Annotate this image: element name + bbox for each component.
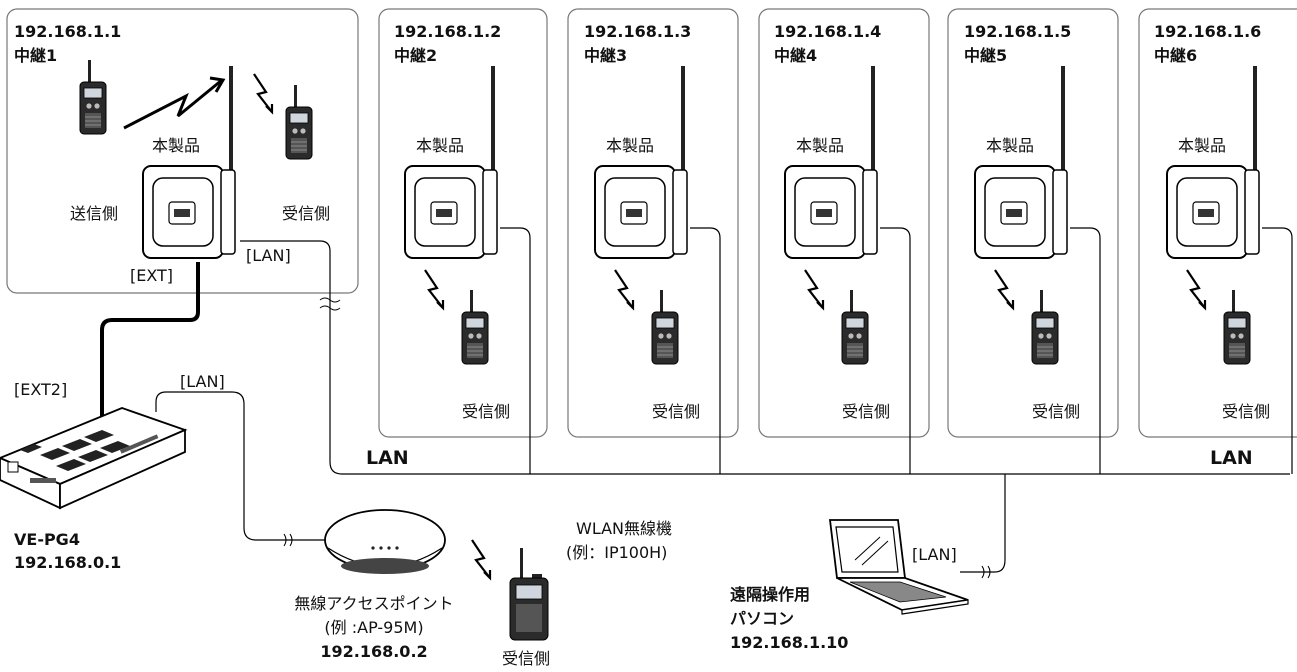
relay5-receive-label: 受信側: [1031, 402, 1081, 421]
relay6-ip: 192.168.1.6: [1154, 22, 1262, 41]
relay4-receive-label: 受信側: [841, 402, 891, 421]
relay2-device-label: 本製品: [415, 136, 465, 155]
pc-title: 遠隔操作用: [730, 585, 811, 604]
relay1-ip: 192.168.1.1: [14, 22, 122, 41]
relay5-signal-icon: [993, 268, 1015, 310]
gateway-device: [0, 407, 188, 510]
relay1-device-label: 本製品: [151, 136, 201, 155]
relay4-signal-icon: [803, 268, 825, 310]
relay3-name: 中継3: [584, 46, 628, 65]
relay6-signal-icon: [1185, 268, 1207, 310]
relay5-device-label: 本製品: [985, 136, 1035, 155]
relay6-receive-radio: [1223, 289, 1251, 365]
relay6-panel: [1138, 8, 1297, 438]
relay1-lan-port: [LAN]: [246, 246, 291, 265]
wlan-title: WLAN無線機: [576, 519, 673, 538]
relay5-ip: 192.168.1.5: [964, 22, 1072, 41]
laptop-device: [828, 519, 969, 615]
receive-signal-icon: [252, 72, 274, 114]
relay2-ip: 192.168.1.2: [394, 22, 502, 41]
lan-label-right: LAN: [1210, 447, 1253, 469]
relay3-unit: [594, 65, 688, 259]
relay1-ext-port: [EXT]: [130, 266, 174, 285]
relay6-receive-label: 受信側: [1221, 402, 1271, 421]
relay6-unit: [1166, 65, 1260, 259]
relay1-panel: [6, 8, 359, 294]
wlan-radio-device: [509, 548, 549, 641]
pc-lan-break: [981, 565, 991, 579]
gateway-ext2-port: [EXT2]: [14, 380, 68, 399]
relay5-receive-radio: [1031, 289, 1059, 365]
ap-signal-icon: [470, 538, 492, 580]
lan-break-mark: [319, 297, 341, 311]
relay3-ip: 192.168.1.3: [584, 22, 692, 41]
relay4-unit: [784, 65, 878, 259]
lan-drop-relay4: [880, 227, 911, 474]
relay5-unit: [974, 65, 1068, 259]
lan-backbone: [240, 240, 1290, 475]
ext-cable: [100, 262, 200, 432]
relay2-name: 中継2: [394, 46, 438, 65]
wlan-example: (例：IP100H): [566, 543, 668, 562]
ap-ip: 192.168.0.2: [320, 642, 428, 661]
gateway-lan-port: [LAN]: [180, 372, 225, 391]
relay4-ip: 192.168.1.4: [774, 22, 882, 41]
relay4-device-label: 本製品: [795, 136, 845, 155]
lan-drop-relay2: [500, 227, 531, 474]
transmit-radio: [79, 59, 107, 135]
relay1-unit: [142, 65, 236, 259]
relay2-receive-radio: [461, 289, 489, 365]
access-point-device: [324, 509, 446, 574]
lan-label-left: LAN: [366, 447, 409, 469]
relay4-panel: [758, 8, 930, 438]
relay1-receive-label: 受信側: [281, 204, 331, 223]
lan-drop-pc: [960, 474, 1006, 573]
receive-radio-relay1: [285, 84, 313, 160]
relay5-panel: [947, 8, 1119, 438]
ap-title: 無線アクセスポイント: [294, 594, 454, 613]
pc-lan-port: [LAN]: [912, 545, 957, 564]
lan-drop-relay6: [1262, 227, 1293, 474]
transmit-signal-icon: [123, 78, 223, 130]
relay3-device-label: 本製品: [605, 136, 655, 155]
pc-ip: 192.168.1.10: [730, 633, 849, 652]
transmit-label: 送信側: [69, 204, 119, 223]
relay6-device-label: 本製品: [1177, 136, 1227, 155]
relay3-receive-label: 受信側: [651, 402, 701, 421]
relay3-panel: [567, 8, 739, 438]
relay4-name: 中継4: [774, 46, 818, 65]
relay2-signal-icon: [423, 268, 445, 310]
relay2-unit: [404, 65, 498, 259]
relay4-receive-radio: [841, 289, 869, 365]
relay3-signal-icon: [613, 268, 635, 310]
ap-example: (例 :AP-95M): [324, 618, 424, 637]
lan-drop-relay3: [690, 227, 721, 474]
pc-subtitle: パソコン: [730, 609, 795, 628]
gateway-model: VE-PG4: [14, 530, 80, 549]
relay2-panel: [378, 8, 548, 438]
gateway-ip: 192.168.0.1: [14, 553, 122, 572]
gateway-lan-cable: [155, 391, 330, 541]
ap-lan-break: [283, 533, 293, 547]
relay5-name: 中継5: [964, 46, 1008, 65]
lan-drop-relay5: [1070, 227, 1101, 474]
relay1-name: 中継1: [14, 46, 58, 65]
relay2-receive-label: 受信側: [461, 402, 511, 421]
relay3-receive-radio: [651, 289, 679, 365]
relay6-name: 中継6: [1154, 46, 1198, 65]
wlan-receive-label: 受信側: [501, 649, 551, 668]
